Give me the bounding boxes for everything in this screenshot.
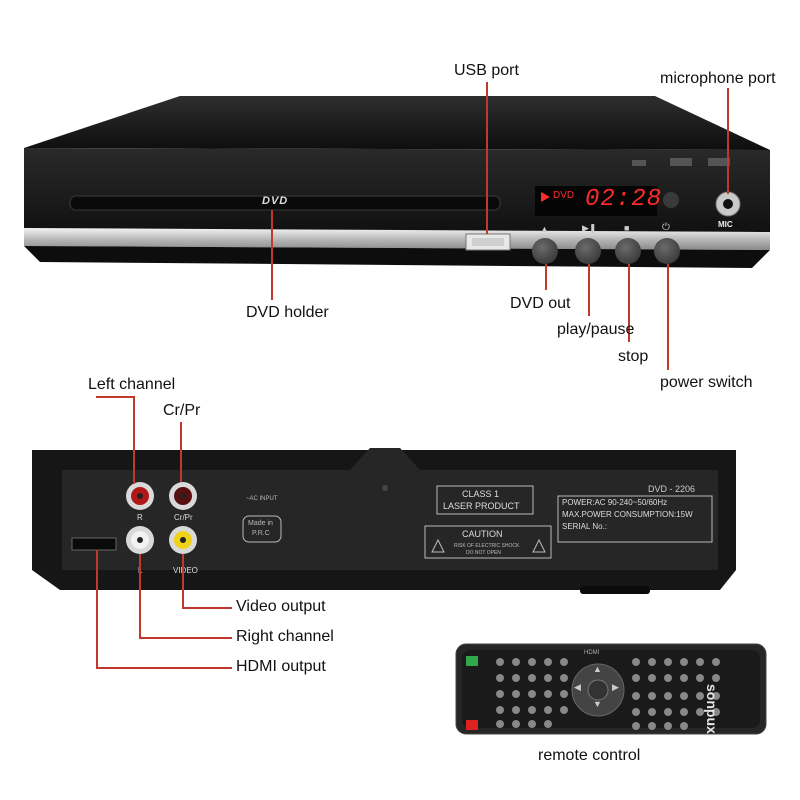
stop-button[interactable] <box>615 238 641 264</box>
remote-dpad-right-icon[interactable]: ▶ <box>612 682 619 692</box>
power-switch-label: power switch <box>660 374 753 391</box>
caution-sub2-text: DO NOT OPEN <box>466 550 501 556</box>
video-callout-v <box>182 554 184 608</box>
remote-dpad-down-icon[interactable]: ▼ <box>593 699 602 709</box>
stop-label: stop <box>618 348 649 365</box>
caution-sub1-text: RISK OF ELECTRIC SHOCK <box>454 543 520 549</box>
max-power-text: MAX.POWER CONSUMPTION:15W <box>562 510 693 519</box>
mic-text: MIC <box>718 220 733 229</box>
hdmi-callout-v <box>96 550 98 668</box>
remote-dpad-up-icon[interactable]: ▲ <box>593 664 602 674</box>
power-button[interactable] <box>654 238 680 264</box>
left-channel-label: Left channel <box>88 376 176 393</box>
play-pause-icon: ▶❚ <box>582 223 597 233</box>
display-time: 02:28 <box>585 186 663 213</box>
power-icon: ⏻ <box>662 222 670 233</box>
left-channel-callout-top <box>96 396 135 398</box>
crpr-callout-line <box>180 422 182 482</box>
laser-product-text: LASER PRODUCT <box>443 501 520 511</box>
prc-text: P.R.C <box>252 530 270 537</box>
left-channel-callout-h <box>133 396 135 484</box>
jack-r-text: R <box>137 513 143 522</box>
crpr-label: Cr/Pr <box>163 402 201 419</box>
power-callout-line <box>667 264 669 370</box>
remote-control-label: remote control <box>538 747 641 764</box>
stop-icon: ■ <box>624 223 630 233</box>
caution-text: CAUTION <box>462 529 503 539</box>
remote-brand: sonpux <box>704 684 720 734</box>
microphone-port-label: microphone port <box>660 70 776 87</box>
jack-video-text: VIDEO <box>173 566 198 575</box>
dvd-player-back <box>32 448 736 594</box>
usb-callout-line <box>486 82 488 234</box>
remote-control <box>455 643 767 735</box>
play-pause-button[interactable] <box>575 238 601 264</box>
video-callout-h <box>182 607 232 609</box>
usb-port-label: USB port <box>454 62 519 79</box>
hdmi-callout-h <box>96 667 232 669</box>
tray-logo: DVD <box>262 195 289 207</box>
right-channel-label: Right channel <box>236 628 334 645</box>
play-pause-label: play/pause <box>557 321 635 338</box>
video-output-label: Video output <box>236 598 326 615</box>
serial-text: SERIAL No.: <box>562 522 608 531</box>
dvd-holder-label: DVD holder <box>246 304 329 321</box>
play-pause-callout-line <box>588 264 590 316</box>
display-mode: DVD <box>553 190 575 201</box>
right-channel-callout-v <box>139 554 141 638</box>
eject-button[interactable] <box>532 238 558 264</box>
power-spec-text: POWER:AC 90-240~50/60Hz <box>562 498 668 507</box>
hdmi-output-label: HDMI output <box>236 658 326 675</box>
right-channel-callout-h <box>139 637 232 639</box>
made-in-text: Made in <box>248 520 273 527</box>
dvd-out-label: DVD out <box>510 295 571 312</box>
model-text: DVD - 2206 <box>648 484 696 494</box>
eject-icon: ▲ <box>540 224 549 234</box>
dvd-player-front <box>24 96 770 268</box>
ac-input-text: ~AC INPUT <box>246 496 278 502</box>
mic-callout-line <box>727 88 729 194</box>
stop-callout-line <box>628 264 630 342</box>
dvd-out-callout-line <box>545 264 547 290</box>
dvd-holder-callout-line <box>271 210 273 300</box>
jack-crpr-text: Cr/Pr <box>174 513 193 522</box>
remote-hdmi-text: HDMI <box>584 650 600 656</box>
remote-dpad-left-icon[interactable]: ◀ <box>574 682 581 692</box>
class1-text: CLASS 1 <box>462 489 500 499</box>
